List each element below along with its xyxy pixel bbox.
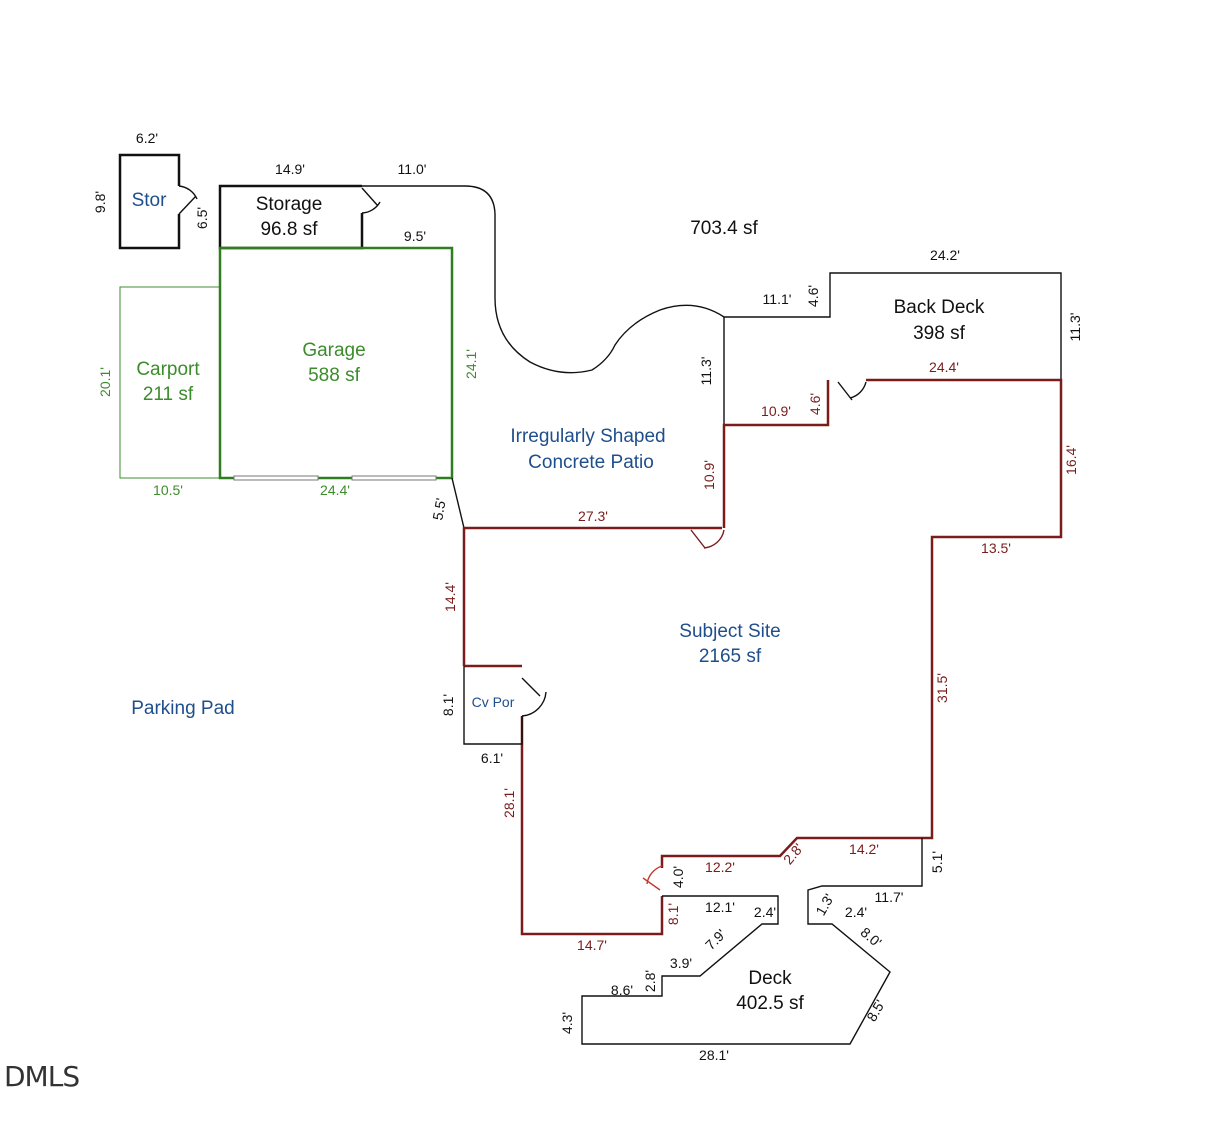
dim-deck-2-4-r: 2.4' bbox=[845, 904, 867, 920]
dim-wall-4-6-low: 4.6' bbox=[807, 393, 823, 415]
dim-carport-bottom: 10.5' bbox=[153, 482, 183, 498]
garage-outline bbox=[218, 246, 454, 480]
dim-wall-11-3v: 11.3' bbox=[698, 357, 714, 386]
storage-area: 96.8 sf bbox=[260, 219, 318, 240]
dim-wall-4-6-top: 4.6' bbox=[805, 285, 821, 307]
dmls-watermark: DMLS bbox=[4, 1060, 79, 1093]
dim-storage-bottom: 9.5' bbox=[404, 228, 426, 244]
dim-deck-4-3: 4.3' bbox=[559, 1012, 575, 1034]
patio-total-area: 703.4 sf bbox=[690, 218, 758, 239]
cv-por-outline bbox=[463, 666, 523, 745]
dim-cvpor-left: 8.1' bbox=[440, 694, 456, 716]
wall-angled bbox=[451, 477, 465, 529]
dim-deck-8-0: 8.0' bbox=[858, 924, 885, 950]
subject-site-boundary bbox=[462, 378, 1063, 936]
dim-wall-10-9v: 10.9' bbox=[701, 460, 717, 490]
storage-name: Storage bbox=[256, 194, 323, 215]
subject-site-area: 2165 sf bbox=[699, 646, 762, 667]
boundary-door-swing-2 bbox=[837, 381, 867, 401]
dim-garage-right: 24.1' bbox=[463, 349, 479, 379]
dim-deck-7-9: 7.9' bbox=[702, 926, 729, 953]
carport-name: Carport bbox=[136, 359, 200, 380]
patio-curved-edge bbox=[362, 185, 725, 374]
dim-wall-27-3: 27.3' bbox=[578, 508, 608, 524]
dim-cvpor-bottom: 6.1' bbox=[481, 750, 503, 766]
dim-wall-8-1: 8.1' bbox=[665, 903, 681, 925]
garage-area: 588 sf bbox=[308, 365, 360, 386]
dim-storage-top: 14.9' bbox=[275, 161, 305, 177]
dim-deck-12-1: 12.1' bbox=[705, 899, 735, 915]
dim-wall-14-2: 14.2' bbox=[849, 841, 879, 857]
dim-deck-2-8: 2.8' bbox=[642, 970, 658, 992]
dim-stor-left: 9.8' bbox=[92, 191, 108, 213]
dim-wall-12-2: 12.2' bbox=[705, 859, 735, 875]
patio-label-line1: Irregularly Shaped bbox=[510, 426, 665, 447]
deck-outline bbox=[581, 838, 923, 1045]
dim-wall-28-1v: 28.1' bbox=[501, 788, 517, 818]
dim-deck-11-7: 11.7' bbox=[875, 889, 904, 905]
stor-label: Stor bbox=[132, 190, 168, 211]
dim-wall-14-4: 14.4' bbox=[442, 582, 458, 612]
dim-deck-8-5: 8.5' bbox=[863, 997, 888, 1024]
dim-stor-top: 6.2' bbox=[136, 130, 158, 146]
dim-deck-right: 11.3' bbox=[1067, 313, 1083, 342]
dim-deck-28-1: 28.1' bbox=[699, 1047, 729, 1063]
stor-door-swing bbox=[178, 185, 198, 215]
garage-name: Garage bbox=[302, 340, 365, 361]
deck-area: 402.5 sf bbox=[736, 993, 804, 1014]
dim-deck-1-3: 1.3' bbox=[812, 891, 837, 918]
stor-outline bbox=[118, 153, 181, 250]
cv-por-label: Cv Por bbox=[472, 694, 515, 710]
garage-door-right bbox=[351, 475, 437, 481]
back-deck-outline bbox=[723, 272, 1062, 425]
dim-wall-16-4: 16.4' bbox=[1063, 445, 1079, 475]
dim-wall-2-8-diag: 2.8' bbox=[780, 840, 806, 867]
dim-deck-3-9: 3.9' bbox=[670, 955, 692, 971]
dim-wall-24-4: 24.4' bbox=[929, 359, 959, 375]
garage-door-left bbox=[233, 475, 319, 481]
parking-pad-label: Parking Pad bbox=[131, 698, 235, 719]
dim-wall-5-1: 5.1' bbox=[929, 851, 945, 873]
back-deck-name: Back Deck bbox=[894, 297, 985, 318]
patio-label-line2: Concrete Patio bbox=[528, 452, 654, 473]
dim-garage-bottom: 24.4' bbox=[320, 482, 350, 498]
dim-wall-13-5: 13.5' bbox=[981, 540, 1011, 556]
dim-wall-10-9h: 10.9' bbox=[761, 403, 791, 419]
dim-wall-4-0: 4.0' bbox=[670, 866, 686, 888]
carport-area: 211 sf bbox=[143, 384, 194, 405]
dim-deck-8-6: 8.6' bbox=[611, 982, 633, 998]
dim-wall-31-5: 31.5' bbox=[934, 673, 950, 703]
dim-patio-top: 11.0' bbox=[398, 161, 427, 177]
deck-name: Deck bbox=[748, 968, 792, 989]
carport-outline bbox=[119, 286, 221, 479]
boundary-door-swing-1 bbox=[690, 529, 725, 549]
back-deck-area: 398 sf bbox=[913, 323, 965, 344]
cv-por-door-swing bbox=[521, 677, 547, 717]
dim-deck-top: 24.2' bbox=[930, 247, 960, 263]
dim-wall-14-7: 14.7' bbox=[577, 937, 607, 953]
boundary-door-swing-3 bbox=[642, 865, 663, 891]
dim-wall-11-1: 11.1' bbox=[763, 291, 792, 307]
dim-deck-2-4-l: 2.4' bbox=[754, 904, 776, 920]
storage-door-swing bbox=[361, 187, 381, 214]
subject-site-name: Subject Site bbox=[679, 621, 780, 642]
dim-stor-right: 6.5' bbox=[194, 207, 210, 229]
dim-carport-left: 20.1' bbox=[97, 367, 113, 397]
dim-angled-5-5: 5.5' bbox=[429, 497, 449, 522]
